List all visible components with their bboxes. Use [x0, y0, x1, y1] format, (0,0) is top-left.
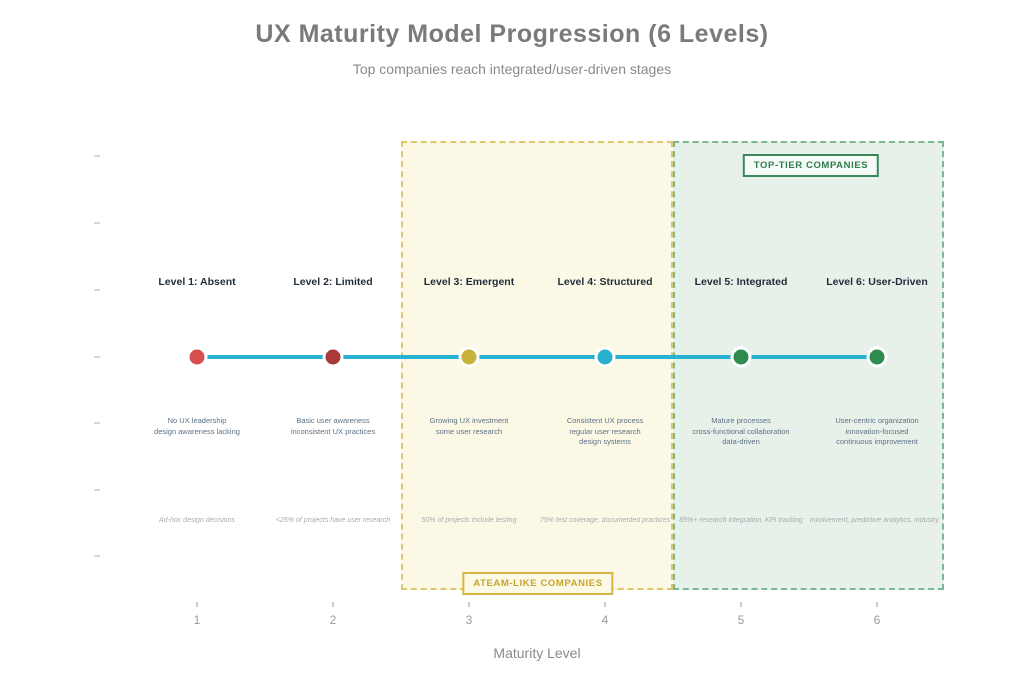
level-dot	[186, 346, 208, 368]
level-column-5: Level 5: Integrated Mature processes cro…	[651, 0, 831, 683]
y-axis-tick	[94, 422, 100, 424]
chart-title: UX Maturity Model Progression (6 Levels)	[255, 20, 769, 48]
level-description: No UX leadership design awareness lackin…	[154, 416, 240, 436]
y-axis-tick	[94, 555, 100, 557]
y-axis-tick	[94, 155, 100, 157]
chart-subtitle: Top companies reach integrated/user-driv…	[352, 61, 672, 77]
level-annotation: 85%+ research integration, KPI tracking	[679, 517, 803, 524]
ateam-like-companies-badge: ATEAM-LIKE COMPANIES	[462, 572, 614, 595]
x-axis-tick	[196, 602, 198, 607]
level-annotation: 75% test coverage, documented practices	[539, 517, 671, 524]
level-description: User-centric organization innovation-foc…	[835, 416, 919, 446]
level-annotation: Ad-hoc design decisions	[159, 517, 235, 524]
x-axis-tick-label: 2	[329, 613, 337, 627]
x-axis-tick-label: 1	[193, 613, 201, 627]
x-axis-tick-label: 6	[873, 613, 881, 627]
y-axis-tick	[94, 489, 100, 491]
level-dot	[866, 346, 888, 368]
level-column-4: Level 4: Structured Consistent UX proces…	[515, 0, 695, 683]
level-description: Consistent UX process regular user resea…	[566, 416, 644, 446]
level-annotation: 50% of projects include testing	[421, 517, 517, 524]
level-column-6: Level 6: User-Driven User-centric organi…	[787, 0, 967, 683]
x-axis-tick-label: 5	[737, 613, 745, 627]
x-axis-tick-label: 4	[601, 613, 609, 627]
zone-top-tier-companies	[673, 141, 944, 590]
x-axis-tick	[876, 602, 878, 607]
y-axis-tick	[94, 356, 100, 358]
zone-ateam-companies	[401, 141, 673, 590]
level-description: Basic user awareness inconsistent UX pra…	[290, 416, 376, 436]
level-column-1: Level 1: Absent No UX leadership design …	[107, 0, 287, 683]
top-tier-companies-badge: TOP-TIER COMPANIES	[742, 154, 880, 177]
y-axis-tick	[94, 289, 100, 291]
level-label: Level 4: Structured	[557, 276, 653, 288]
level-annotation: <25% of projects have user research	[275, 517, 391, 524]
level-label: Level 2: Limited	[293, 276, 373, 288]
level-description: Mature processes cross-functional collab…	[692, 416, 790, 446]
x-axis-tick	[332, 602, 334, 607]
level-dot	[594, 346, 616, 368]
x-axis-title: Maturity Level	[493, 645, 581, 661]
x-axis-tick	[740, 602, 742, 607]
timeline-line	[197, 355, 877, 359]
level-label: Level 1: Absent	[158, 276, 236, 288]
x-axis-tick	[468, 602, 470, 607]
level-label: Level 6: User-Driven	[826, 276, 928, 288]
level-annotation: involvement, predictive analytics, indus…	[810, 517, 939, 524]
level-dot	[322, 346, 344, 368]
level-dot	[730, 346, 752, 368]
level-description: Growing UX investment some user research	[429, 416, 509, 436]
x-axis-tick-label: 3	[465, 613, 473, 627]
level-dot	[458, 346, 480, 368]
level-label: Level 5: Integrated	[694, 276, 788, 288]
x-axis-tick	[604, 602, 606, 607]
y-axis-tick	[94, 222, 100, 224]
level-column-2: Level 2: Limited Basic user awareness in…	[243, 0, 423, 683]
level-column-3: Level 3: Emergent Growing UX investment …	[379, 0, 559, 683]
level-label: Level 3: Emergent	[423, 276, 515, 288]
